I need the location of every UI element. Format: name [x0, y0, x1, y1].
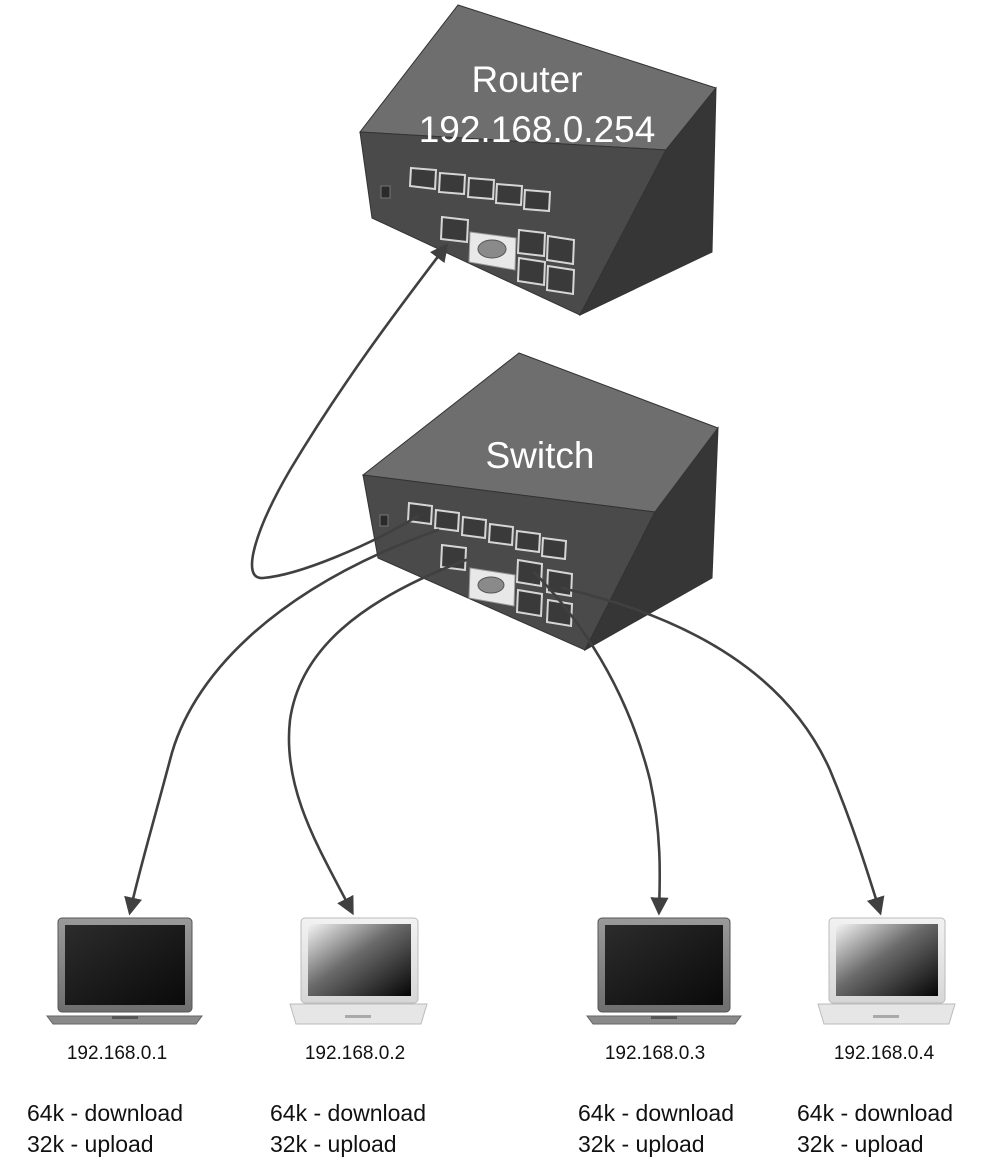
client-download: 64k - download	[27, 1100, 183, 1126]
switch-serial-connector	[477, 576, 505, 594]
cable-switch-to-client-2	[287, 558, 468, 916]
client-download: 64k - download	[797, 1100, 953, 1126]
client-3: 192.168.0.3 64k - download 32k - upload	[578, 917, 742, 1157]
switch-name: Switch	[486, 435, 595, 476]
router: Router 192.168.0.254	[359, 4, 717, 317]
cable-switch-to-client-1	[124, 528, 440, 916]
client-ip: 192.168.0.4	[834, 1043, 935, 1064]
laptop-icon	[586, 917, 742, 1025]
client-1: 192.168.0.1 64k - download 32k - upload	[27, 917, 203, 1157]
cables	[124, 243, 885, 916]
laptop-icon	[289, 917, 428, 1025]
router-ip: 192.168.0.254	[419, 109, 656, 150]
cable-switch-to-client-3	[532, 570, 669, 916]
switch-side-face	[583, 426, 719, 652]
client-4: 192.168.0.4 64k - download 32k - upload	[797, 917, 956, 1157]
cable-switch-to-router	[250, 243, 449, 580]
router-led	[380, 185, 391, 199]
router-serial-connector	[477, 239, 507, 259]
client-ip: 192.168.0.1	[67, 1043, 167, 1064]
laptop-icon	[817, 917, 956, 1025]
client-ip: 192.168.0.2	[305, 1043, 405, 1064]
laptop-icon	[46, 917, 203, 1025]
client-download: 64k - download	[270, 1100, 426, 1126]
router-name: Router	[471, 59, 582, 100]
router-ports	[408, 166, 576, 296]
client-upload: 32k - upload	[270, 1131, 397, 1157]
switch: Switch	[361, 352, 719, 652]
client-2: 192.168.0.2 64k - download 32k - upload	[270, 917, 428, 1157]
client-upload: 32k - upload	[578, 1131, 705, 1157]
client-upload: 32k - upload	[797, 1131, 924, 1157]
router-side-face	[578, 86, 717, 317]
switch-led	[379, 514, 389, 527]
client-ip: 192.168.0.3	[605, 1043, 705, 1064]
client-upload: 32k - upload	[27, 1131, 154, 1157]
client-download: 64k - download	[578, 1100, 734, 1126]
cable-switch-to-client-4	[560, 586, 885, 916]
